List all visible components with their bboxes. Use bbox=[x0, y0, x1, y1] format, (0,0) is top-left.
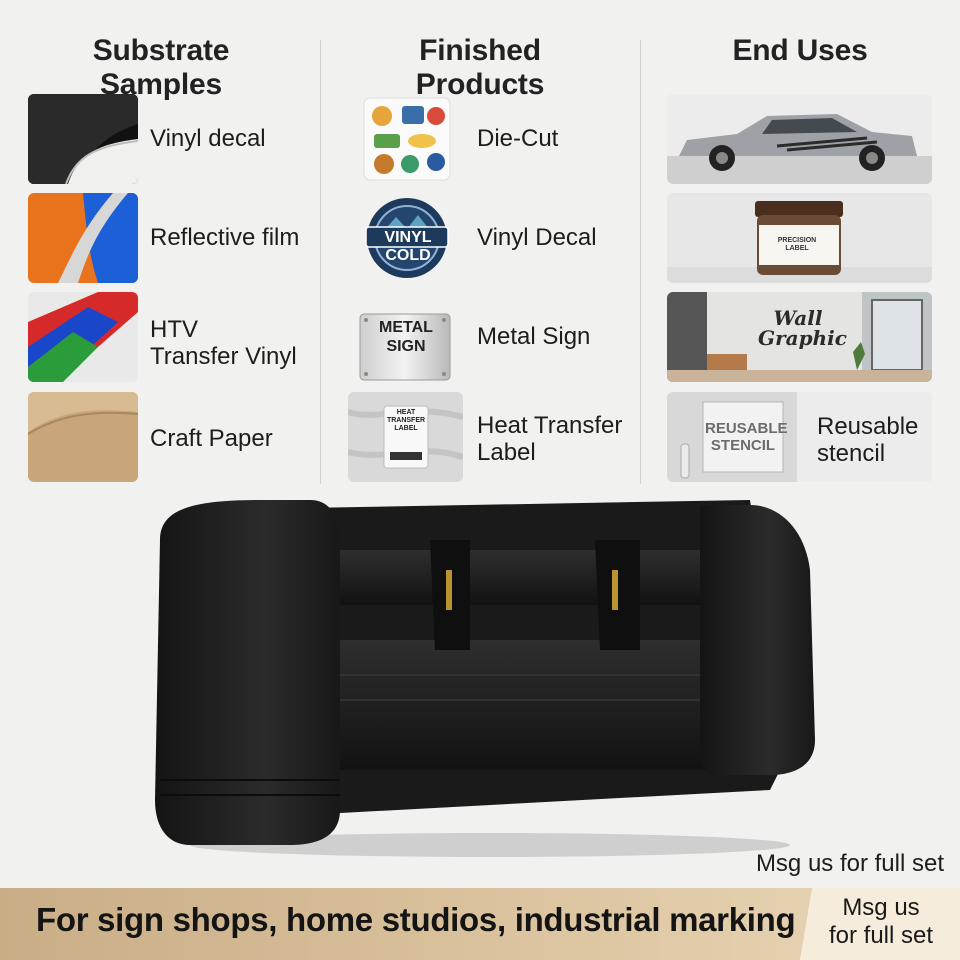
fabric-label-image bbox=[348, 392, 463, 482]
bottom-banner bbox=[0, 888, 960, 960]
reflective-film-image bbox=[28, 193, 138, 283]
substrate-label: Reflective film bbox=[150, 224, 300, 251]
vinyl-roll-image bbox=[28, 94, 138, 184]
product-label: Die-Cut bbox=[477, 125, 559, 152]
metal-sign-image bbox=[358, 302, 452, 392]
substrate-samples-heading: Substrate Samples bbox=[92, 34, 230, 101]
column-divider bbox=[640, 40, 641, 484]
product-label: Heat Transfer Label bbox=[477, 412, 623, 466]
craft-paper-image bbox=[28, 392, 138, 482]
end-use-label: Reusable stencil bbox=[817, 413, 919, 467]
wall-graphic-image bbox=[667, 292, 932, 382]
vinyl-cutter-machine bbox=[150, 490, 820, 860]
wall-graphic-text: Wall Graphic bbox=[758, 306, 847, 350]
label-card-text: HEAT TRANSFER LABEL bbox=[386, 409, 426, 432]
car-decal-image bbox=[667, 94, 932, 184]
stencil-text: REUSABLE STENCIL bbox=[705, 420, 788, 454]
end-uses-heading: End Uses bbox=[732, 34, 868, 67]
jar-label-text: PRECISION LABEL bbox=[777, 237, 817, 252]
stencil-image bbox=[667, 392, 932, 482]
substrate-label: Craft Paper bbox=[150, 425, 273, 452]
finished-products-heading: Finished Products bbox=[415, 34, 545, 101]
message-note: Msg us for full set bbox=[755, 850, 944, 877]
product-label: Vinyl Decal bbox=[477, 224, 597, 251]
htv-sheets-image bbox=[28, 292, 138, 382]
die-cut-stickers-image bbox=[360, 94, 454, 184]
substrate-label: HTV Transfer Vinyl bbox=[150, 316, 297, 370]
banner-text: For sign shops, home studios, industrial… bbox=[36, 901, 796, 938]
product-label: Metal Sign bbox=[477, 323, 591, 350]
banner-cta-box bbox=[800, 888, 960, 960]
substrate-label: Vinyl decal bbox=[150, 125, 266, 152]
vinyl-badge-image bbox=[360, 193, 454, 283]
column-divider bbox=[320, 40, 321, 484]
badge-text: VINYL COLD bbox=[384, 229, 432, 264]
banner-cta-text: Msg us for full set bbox=[828, 894, 934, 949]
sign-text: METAL SIGN bbox=[379, 319, 433, 355]
jar-label-image bbox=[667, 193, 932, 283]
